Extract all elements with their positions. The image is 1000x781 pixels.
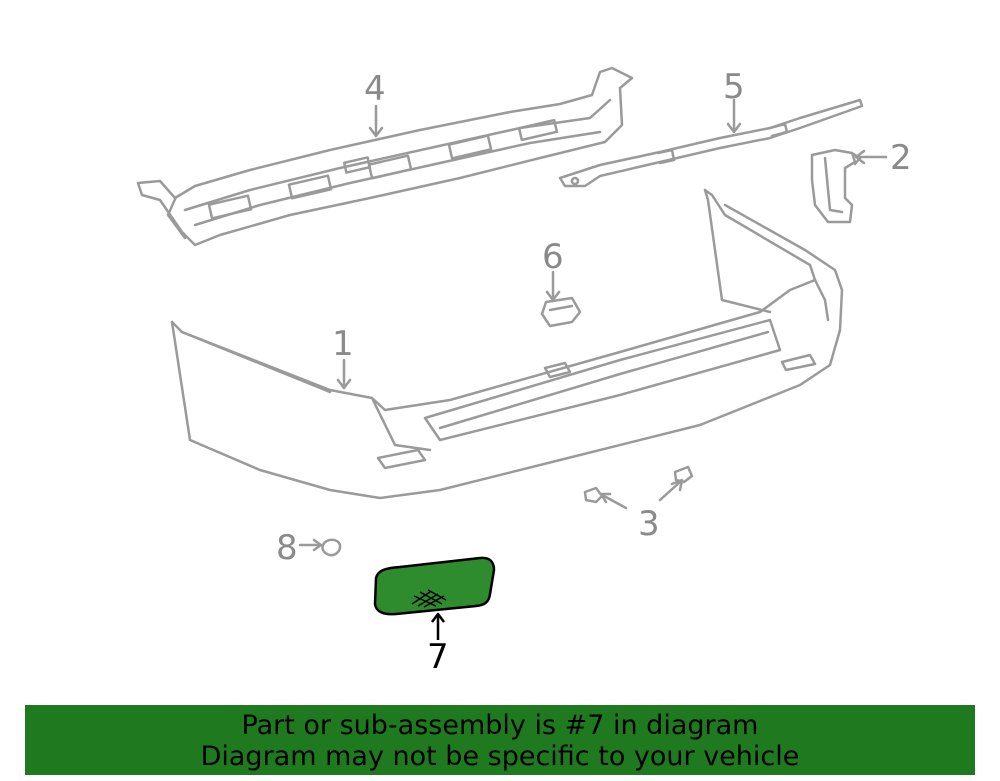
part-6-clip — [540, 296, 582, 328]
callout-7: 7 — [427, 637, 449, 677]
callout-3: 3 — [638, 504, 660, 544]
banner-line-1: Part or sub-assembly is #7 in diagram — [241, 710, 759, 741]
info-banner: Part or sub-assembly is #7 in diagram Di… — [25, 705, 975, 775]
callout-2: 2 — [890, 138, 912, 178]
leader-lines — [298, 98, 888, 552]
callout-4: 4 — [364, 69, 386, 109]
part-4-step-pad — [136, 66, 634, 247]
part-3-fasteners — [583, 465, 694, 504]
callout-8: 8 — [276, 528, 298, 568]
part-2-side-bracket — [810, 148, 862, 224]
part-5-bracket — [558, 98, 864, 188]
callout-5: 5 — [723, 67, 745, 107]
callout-1: 1 — [332, 324, 354, 364]
part-8-plug — [321, 538, 342, 557]
parts-diagram — [136, 66, 888, 640]
part-7-highlighted-pad — [373, 556, 496, 640]
part-1-bumper-cover — [170, 188, 844, 500]
callout-6: 6 — [542, 237, 564, 277]
banner-line-2: Diagram may not be specific to your vehi… — [200, 741, 800, 772]
